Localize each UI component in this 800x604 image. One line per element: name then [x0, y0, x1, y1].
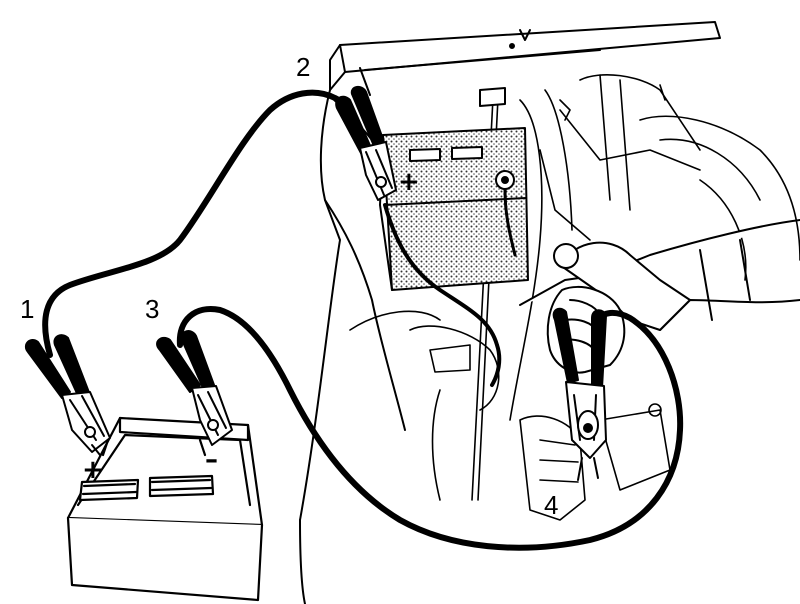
jumper-cable-negative — [176, 188, 684, 551]
engine-block — [349, 74, 800, 521]
clamp-3 — [156, 330, 233, 446]
mechanic-arm — [519, 219, 800, 331]
jumper-cable-positive — [42, 89, 502, 387]
callout-1: 1 — [20, 294, 34, 324]
donor-battery-vent-caps — [78, 474, 215, 502]
engine-bay: + — [299, 21, 800, 604]
donor-battery-positive-sign: + — [82, 455, 104, 485]
callout-2: 2 — [296, 52, 310, 82]
clamp-2 — [335, 86, 397, 201]
clamp-1 — [24, 334, 111, 456]
clamp-4 — [552, 307, 607, 481]
raised-hood — [329, 21, 721, 96]
callout-3: 3 — [145, 294, 159, 324]
donor-battery-negative-sign: – — [205, 445, 218, 475]
svg-text:+: + — [398, 167, 420, 197]
car-battery: + — [379, 127, 529, 291]
callout-4: 4 — [544, 490, 558, 520]
